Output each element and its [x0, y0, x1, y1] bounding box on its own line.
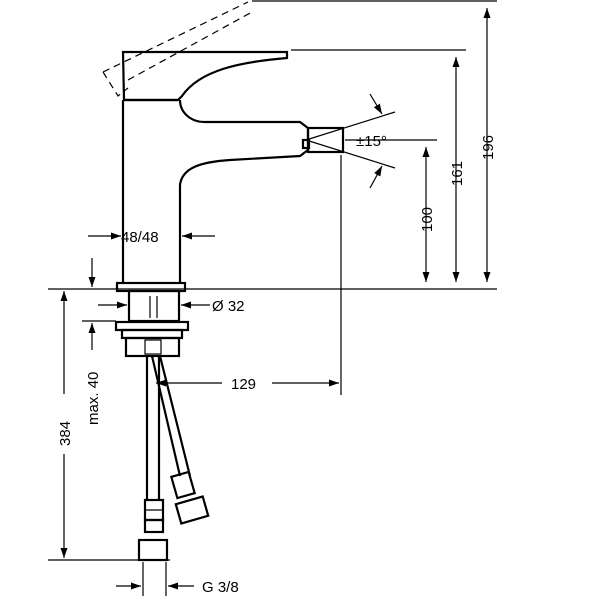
overall-height-label: 196 [480, 135, 497, 160]
hose-fitting-right [169, 470, 210, 525]
fixing-washer [120, 328, 184, 340]
lever-raised-outline [102, 1, 253, 97]
height-to-lever-label: 161 [449, 161, 466, 186]
hose-bent [150, 355, 192, 477]
faucet-body [102, 1, 345, 562]
threaded-stud [124, 336, 181, 358]
base-flange [115, 281, 187, 293]
spray-nozzle [306, 126, 345, 154]
dimension-lines [48, 0, 497, 596]
height-to-spray-label: 100 [419, 207, 436, 232]
mounting-shank [127, 289, 181, 323]
spray-angle-label: ±15° [356, 133, 387, 150]
spout-body [121, 99, 310, 283]
width-label: 48/48 [121, 229, 159, 246]
hose-length-label: 384 [57, 421, 74, 446]
connection-thread-label: G 3/8 [202, 579, 239, 596]
hose-fitting-left [137, 498, 169, 562]
nut-diameter-label: Ø 32 [212, 298, 245, 315]
lever [121, 50, 289, 102]
reach-label: 129 [231, 376, 256, 393]
fixing-nut [114, 320, 190, 332]
max-thickness-label: max. 40 [85, 372, 102, 425]
